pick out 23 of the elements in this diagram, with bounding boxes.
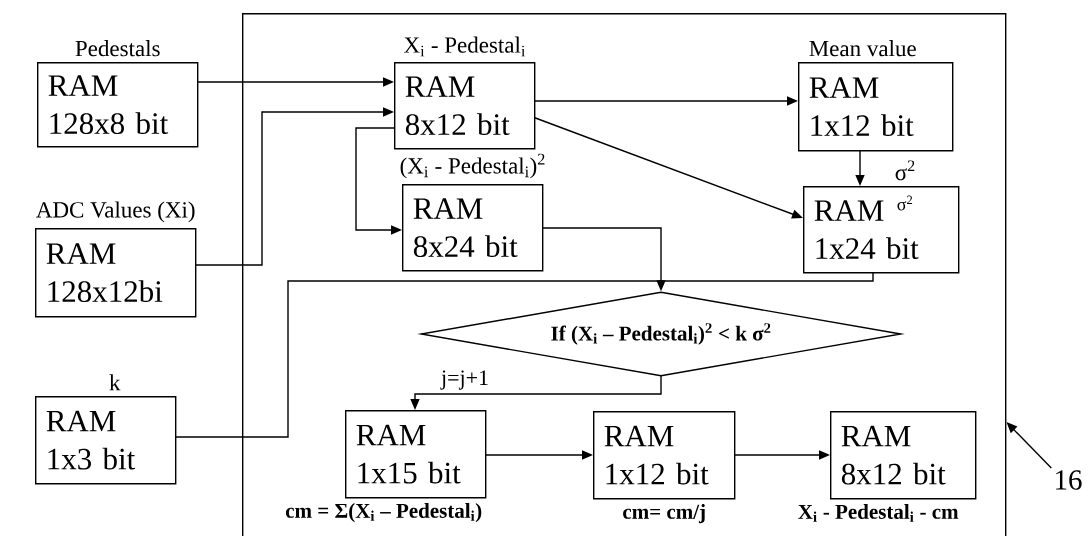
box-heading: k [109,374,121,391]
ram-box: RAM 1x15 bit [345,410,487,499]
connector-line [175,272,874,438]
ram-box: RAM 128x12bi [35,228,197,318]
formula-caption: X$_{i}$ - Pedestal$_{i}$ - cm [798,504,959,522]
box-heading: Pedestals [75,40,160,57]
box-heading: Mean value [809,40,916,57]
box-heading: X$_{i}$ - Pedestal$_{i}$ [404,36,526,57]
ram-box: RAM 8x24 bit [402,184,544,272]
formula-caption: cm = Σ(X$_{i}$ – Pedestal$_{i}$) [285,503,482,523]
box-heading: (X$_{i}$ - Pedestal$_{i}$)$^{2}$ [400,153,545,179]
box-heading: σ$^{2}$ [895,160,915,181]
ram-box: RAM 8x12 bit [830,411,977,500]
ram-box: RAM 8x12 bit [394,62,536,150]
callout-number: 16 [1056,470,1082,490]
ram-box: RAM 128x8 bit [37,62,199,148]
ram-box: RAM 1x3 bit [35,396,177,485]
symbol-label: σ$^{2}$ [897,195,913,211]
formula-caption: cm= cm/j [623,504,705,524]
box-heading: ADC Values (Xi) [36,201,195,223]
frame-box [242,13,1007,536]
ram-box: RAM 1x12 bit [593,411,736,500]
ram-box: RAM 1x12 bit [798,62,954,152]
